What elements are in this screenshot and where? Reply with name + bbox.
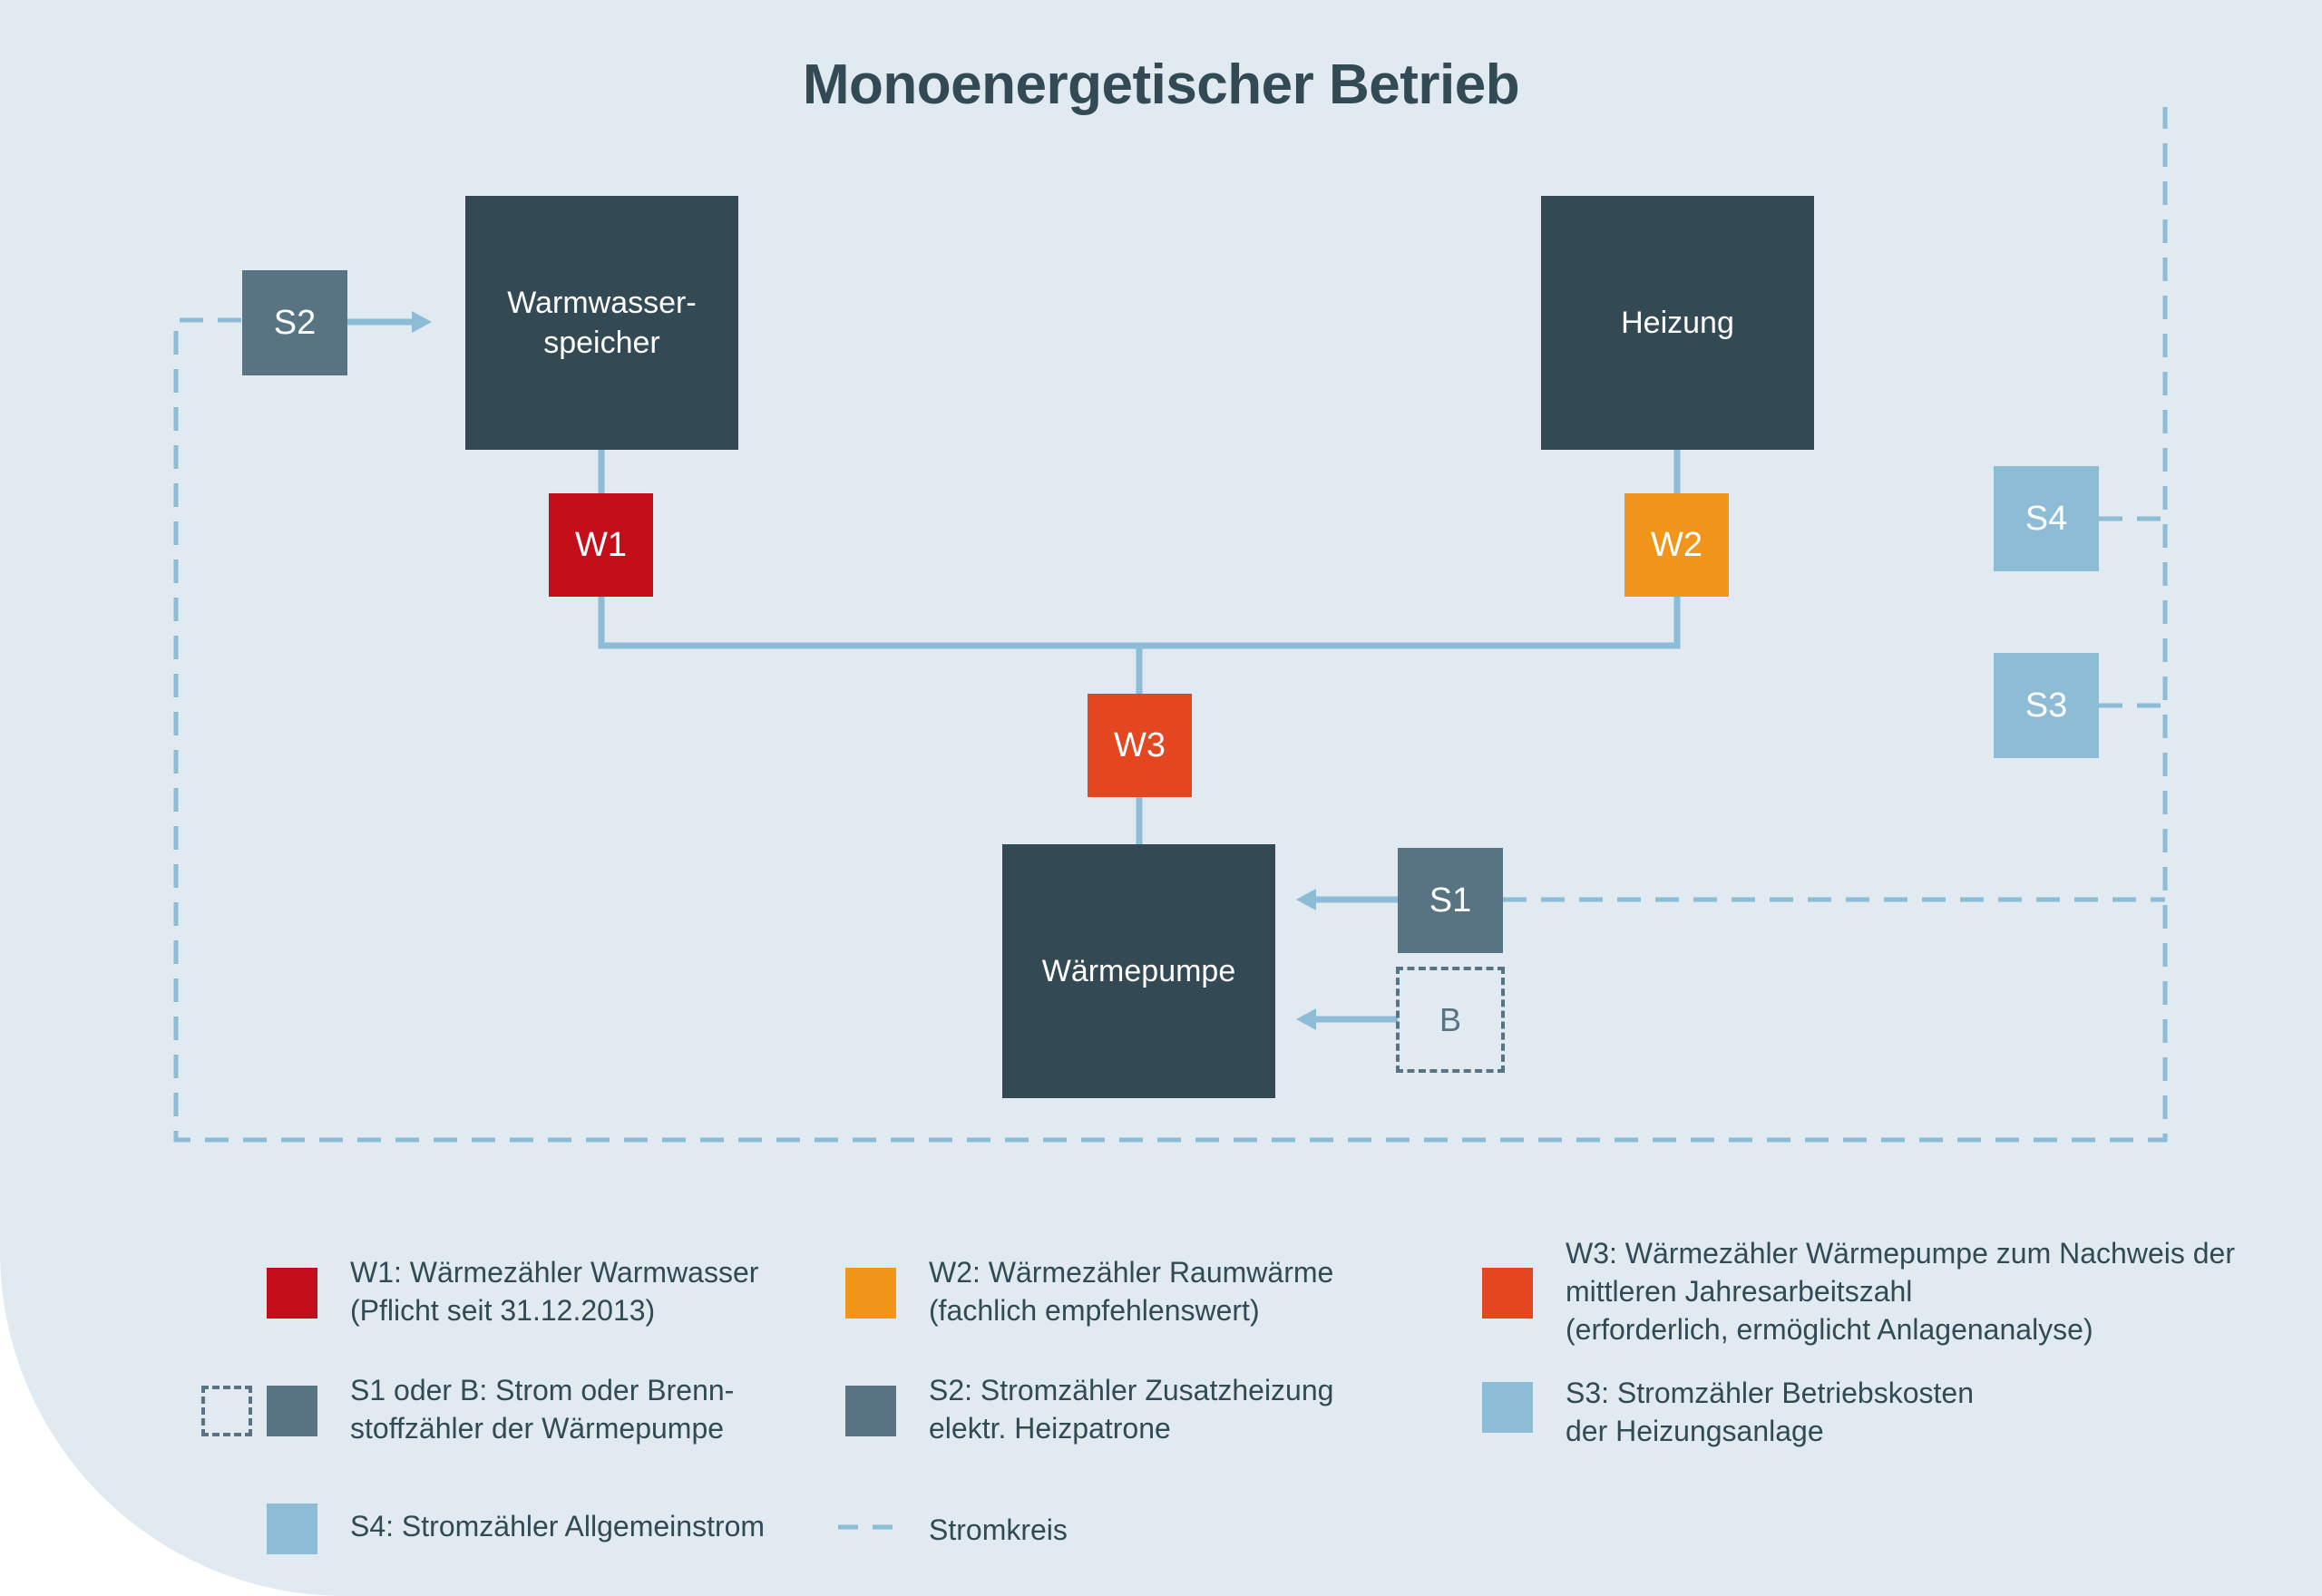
legend-swatch-s3	[1482, 1382, 1533, 1433]
arrow-s1-head	[1296, 889, 1316, 910]
legend-text-w2: W2: Wärmezähler Raumwärme (fachlich empf…	[929, 1256, 1334, 1327]
legend-swatch-b	[201, 1386, 252, 1436]
meter-s2: S2	[242, 270, 347, 375]
legend-text-w1: W1: Wärmezähler Warmwasser (Pflicht seit…	[350, 1256, 759, 1327]
legend-text-s1b: S1 oder B: Strom oder Brenn- stoffzähler…	[350, 1374, 735, 1445]
heizung-label: Heizung	[1621, 306, 1734, 340]
legend-swatch-s1	[267, 1386, 317, 1436]
meter-s1-label: S1	[1429, 881, 1472, 920]
legend-text-s2: S2: Stromzähler Zusatzheizung elektr. He…	[929, 1374, 1334, 1445]
meter-w3-label: W3	[1114, 725, 1166, 764]
meter-s4-label: S4	[2024, 499, 2068, 538]
meter-s3: S3	[1994, 653, 2099, 758]
legend-swatch-s4	[267, 1504, 317, 1554]
waermepumpe-label: Wärmepumpe	[1041, 954, 1236, 988]
legend-swatch-w1	[267, 1268, 317, 1319]
legend-text-w3: W3: Wärmezähler Wärmepumpe zum Nachweis …	[1566, 1237, 2235, 1346]
meter-b: B	[1396, 967, 1505, 1073]
circuit-loop	[173, 107, 2168, 1143]
heizung-box: Heizung	[1541, 196, 1814, 450]
meter-w1-label: W1	[575, 525, 627, 564]
meter-w2: W2	[1624, 493, 1729, 597]
meter-s4: S4	[1994, 466, 2099, 571]
meter-b-label: B	[1439, 1000, 1461, 1038]
warmwasserspeicher-label: Warmwasser- speicher	[507, 286, 697, 360]
legend-text-s3: S3: Stromzähler Betriebskosten der Heizu…	[1566, 1377, 1974, 1447]
meter-w1: W1	[549, 493, 653, 597]
waermepumpe-box: Wärmepumpe	[1002, 844, 1275, 1098]
meter-w2-label: W2	[1651, 525, 1702, 564]
pipe-manifold	[598, 597, 1681, 649]
meter-w3: W3	[1088, 694, 1192, 797]
page-title: Monoenergetischer Betrieb	[802, 54, 1520, 116]
arrows	[347, 311, 1398, 1030]
meter-s2-label: S2	[273, 303, 317, 342]
warmwasserspeicher-box: Warmwasser- speicher	[465, 196, 738, 450]
arrow-b-head	[1296, 1008, 1316, 1030]
meter-s1: S1	[1398, 848, 1503, 953]
arrow-s2-head	[412, 311, 432, 333]
legend-swatch-w2	[845, 1268, 896, 1319]
legend-swatch-s2	[845, 1386, 896, 1436]
legend-swatch-w3	[1482, 1268, 1533, 1319]
pipes	[598, 450, 1681, 844]
stromkreis-lines	[173, 107, 2168, 1143]
legend-text-stromkreis: Stromkreis	[929, 1513, 1068, 1546]
legend-text-s4: S4: Stromzähler Allgemeinstrom	[350, 1510, 766, 1542]
meter-s3-label: S3	[2024, 686, 2068, 725]
